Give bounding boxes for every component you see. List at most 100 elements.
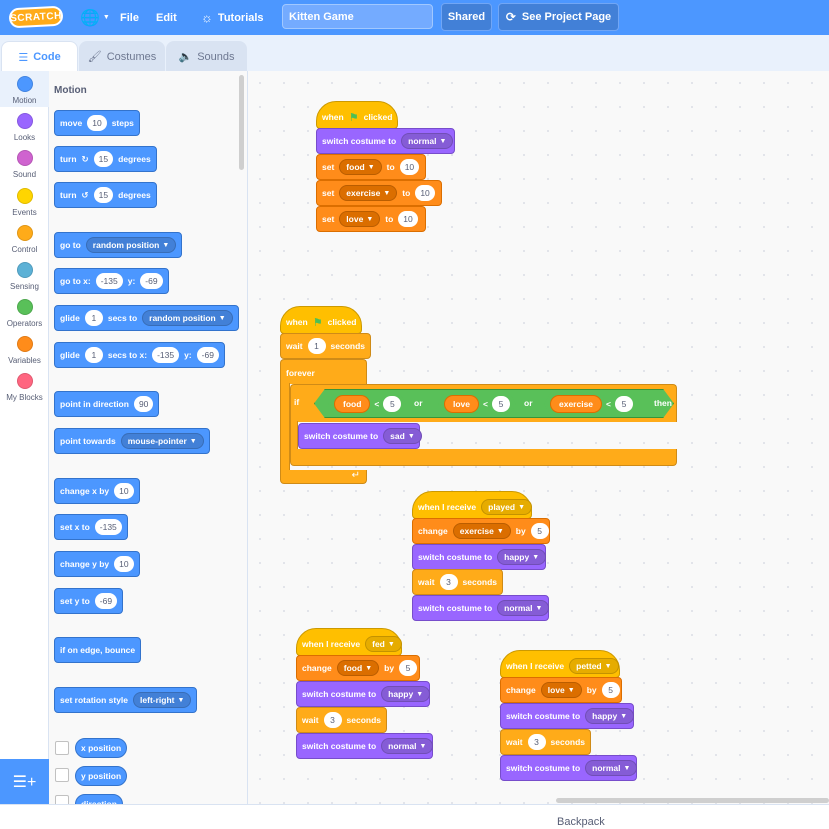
number-input[interactable]: 15: [93, 187, 114, 203]
less-than-operator[interactable]: food<5: [328, 393, 406, 415]
file-menu[interactable]: File: [120, 11, 139, 24]
number-input[interactable]: 3: [439, 574, 458, 590]
category-looks[interactable]: Looks: [0, 108, 49, 145]
variable-dropdown[interactable]: love▼: [339, 211, 381, 227]
tab-costumes[interactable]: 🖌Costumes: [79, 41, 165, 71]
variable-dropdown[interactable]: food▼: [339, 159, 382, 175]
less-than-operator[interactable]: love<5: [438, 393, 516, 415]
number-input[interactable]: -69: [94, 593, 118, 609]
forever-block[interactable]: forever: [280, 359, 367, 384]
number-input[interactable]: 1: [84, 310, 103, 326]
dropdown[interactable]: left-right▼: [133, 692, 192, 708]
number-input[interactable]: 5: [491, 396, 510, 412]
add-extension-button[interactable]: ☰+: [0, 759, 49, 804]
category-operators[interactable]: Operators: [0, 293, 49, 330]
number-input[interactable]: 10: [87, 115, 107, 131]
tab-sounds[interactable]: 🔈Sounds: [166, 41, 247, 71]
variable-dropdown[interactable]: love▼: [540, 682, 582, 698]
message-dropdown[interactable]: played▼: [481, 499, 532, 515]
number-input[interactable]: 5: [399, 660, 418, 676]
category-sensing[interactable]: Sensing: [0, 256, 49, 293]
number-input[interactable]: 1: [307, 338, 326, 354]
costume-dropdown[interactable]: normal▼: [401, 133, 454, 149]
language-menu[interactable]: 🌐▼: [80, 0, 110, 35]
when-flag-clicked-hat[interactable]: when⚑clicked: [280, 306, 362, 334]
number-input[interactable]: 1: [84, 347, 103, 363]
backpack-bar[interactable]: Backpack: [0, 804, 829, 829]
variable-reporter[interactable]: love: [444, 395, 480, 413]
message-dropdown[interactable]: fed▼: [365, 636, 402, 652]
number-input[interactable]: 10: [114, 556, 134, 572]
checkbox-x-position[interactable]: [55, 741, 69, 755]
number-input[interactable]: 5: [530, 523, 549, 539]
variable-reporter[interactable]: food: [334, 395, 371, 413]
see-project-page-button[interactable]: ⟳See Project Page: [498, 3, 619, 31]
shared-button[interactable]: Shared: [441, 3, 492, 31]
costume-dropdown[interactable]: happy▼: [497, 549, 547, 565]
number-input[interactable]: 15: [93, 151, 114, 167]
when-flag-clicked-hat[interactable]: when⚑clicked: [316, 101, 398, 129]
scratch-logo[interactable]: SCRATCH: [8, 5, 64, 29]
number-input[interactable]: 3: [527, 734, 546, 750]
category-variables[interactable]: Variables: [0, 330, 49, 367]
checkbox-direction[interactable]: [55, 795, 69, 804]
tab-code[interactable]: ☰Code: [1, 41, 78, 72]
number-input[interactable]: 10: [114, 483, 134, 499]
project-title-input[interactable]: [282, 4, 433, 29]
number-input[interactable]: 3: [323, 712, 342, 728]
number-input[interactable]: 5: [615, 396, 634, 412]
category-motion[interactable]: Motion: [0, 71, 49, 107]
dropdown[interactable]: random position▼: [85, 237, 177, 253]
tutorials-menu[interactable]: ☼Tutorials: [201, 0, 264, 35]
palette-scrollbar[interactable]: [239, 75, 244, 170]
number-input[interactable]: 90: [133, 396, 154, 412]
number-input[interactable]: -69: [196, 347, 219, 363]
costume-dropdown[interactable]: normal▼: [585, 760, 638, 776]
costume-dropdown[interactable]: sad▼: [383, 428, 422, 444]
reporter-x-position[interactable]: x position: [75, 738, 128, 758]
category-control[interactable]: Control: [0, 219, 49, 256]
category-events[interactable]: Events: [0, 182, 49, 219]
category-my-blocks[interactable]: My Blocks: [0, 367, 49, 404]
variable-dropdown[interactable]: food▼: [336, 660, 380, 676]
variable-dropdown[interactable]: exercise▼: [452, 523, 511, 539]
number-input[interactable]: -135: [94, 519, 122, 535]
edit-menu[interactable]: Edit: [156, 11, 177, 24]
block-bounce[interactable]: if on edge, bounce: [54, 637, 142, 663]
number-input[interactable]: 5: [601, 682, 620, 698]
number-input[interactable]: -135: [95, 273, 123, 289]
number-input[interactable]: 10: [399, 159, 420, 175]
costume-dropdown[interactable]: happy▼: [585, 708, 635, 724]
costume-dropdown[interactable]: normal▼: [497, 600, 550, 616]
checkbox-y-position[interactable]: [55, 768, 69, 782]
block-set-y[interactable]: set y to-69: [54, 588, 124, 614]
costume-dropdown[interactable]: normal▼: [381, 738, 434, 754]
reporter-y-position[interactable]: y position: [75, 766, 128, 786]
number-input[interactable]: -69: [140, 273, 163, 289]
dropdown[interactable]: mouse-pointer▼: [120, 433, 204, 449]
